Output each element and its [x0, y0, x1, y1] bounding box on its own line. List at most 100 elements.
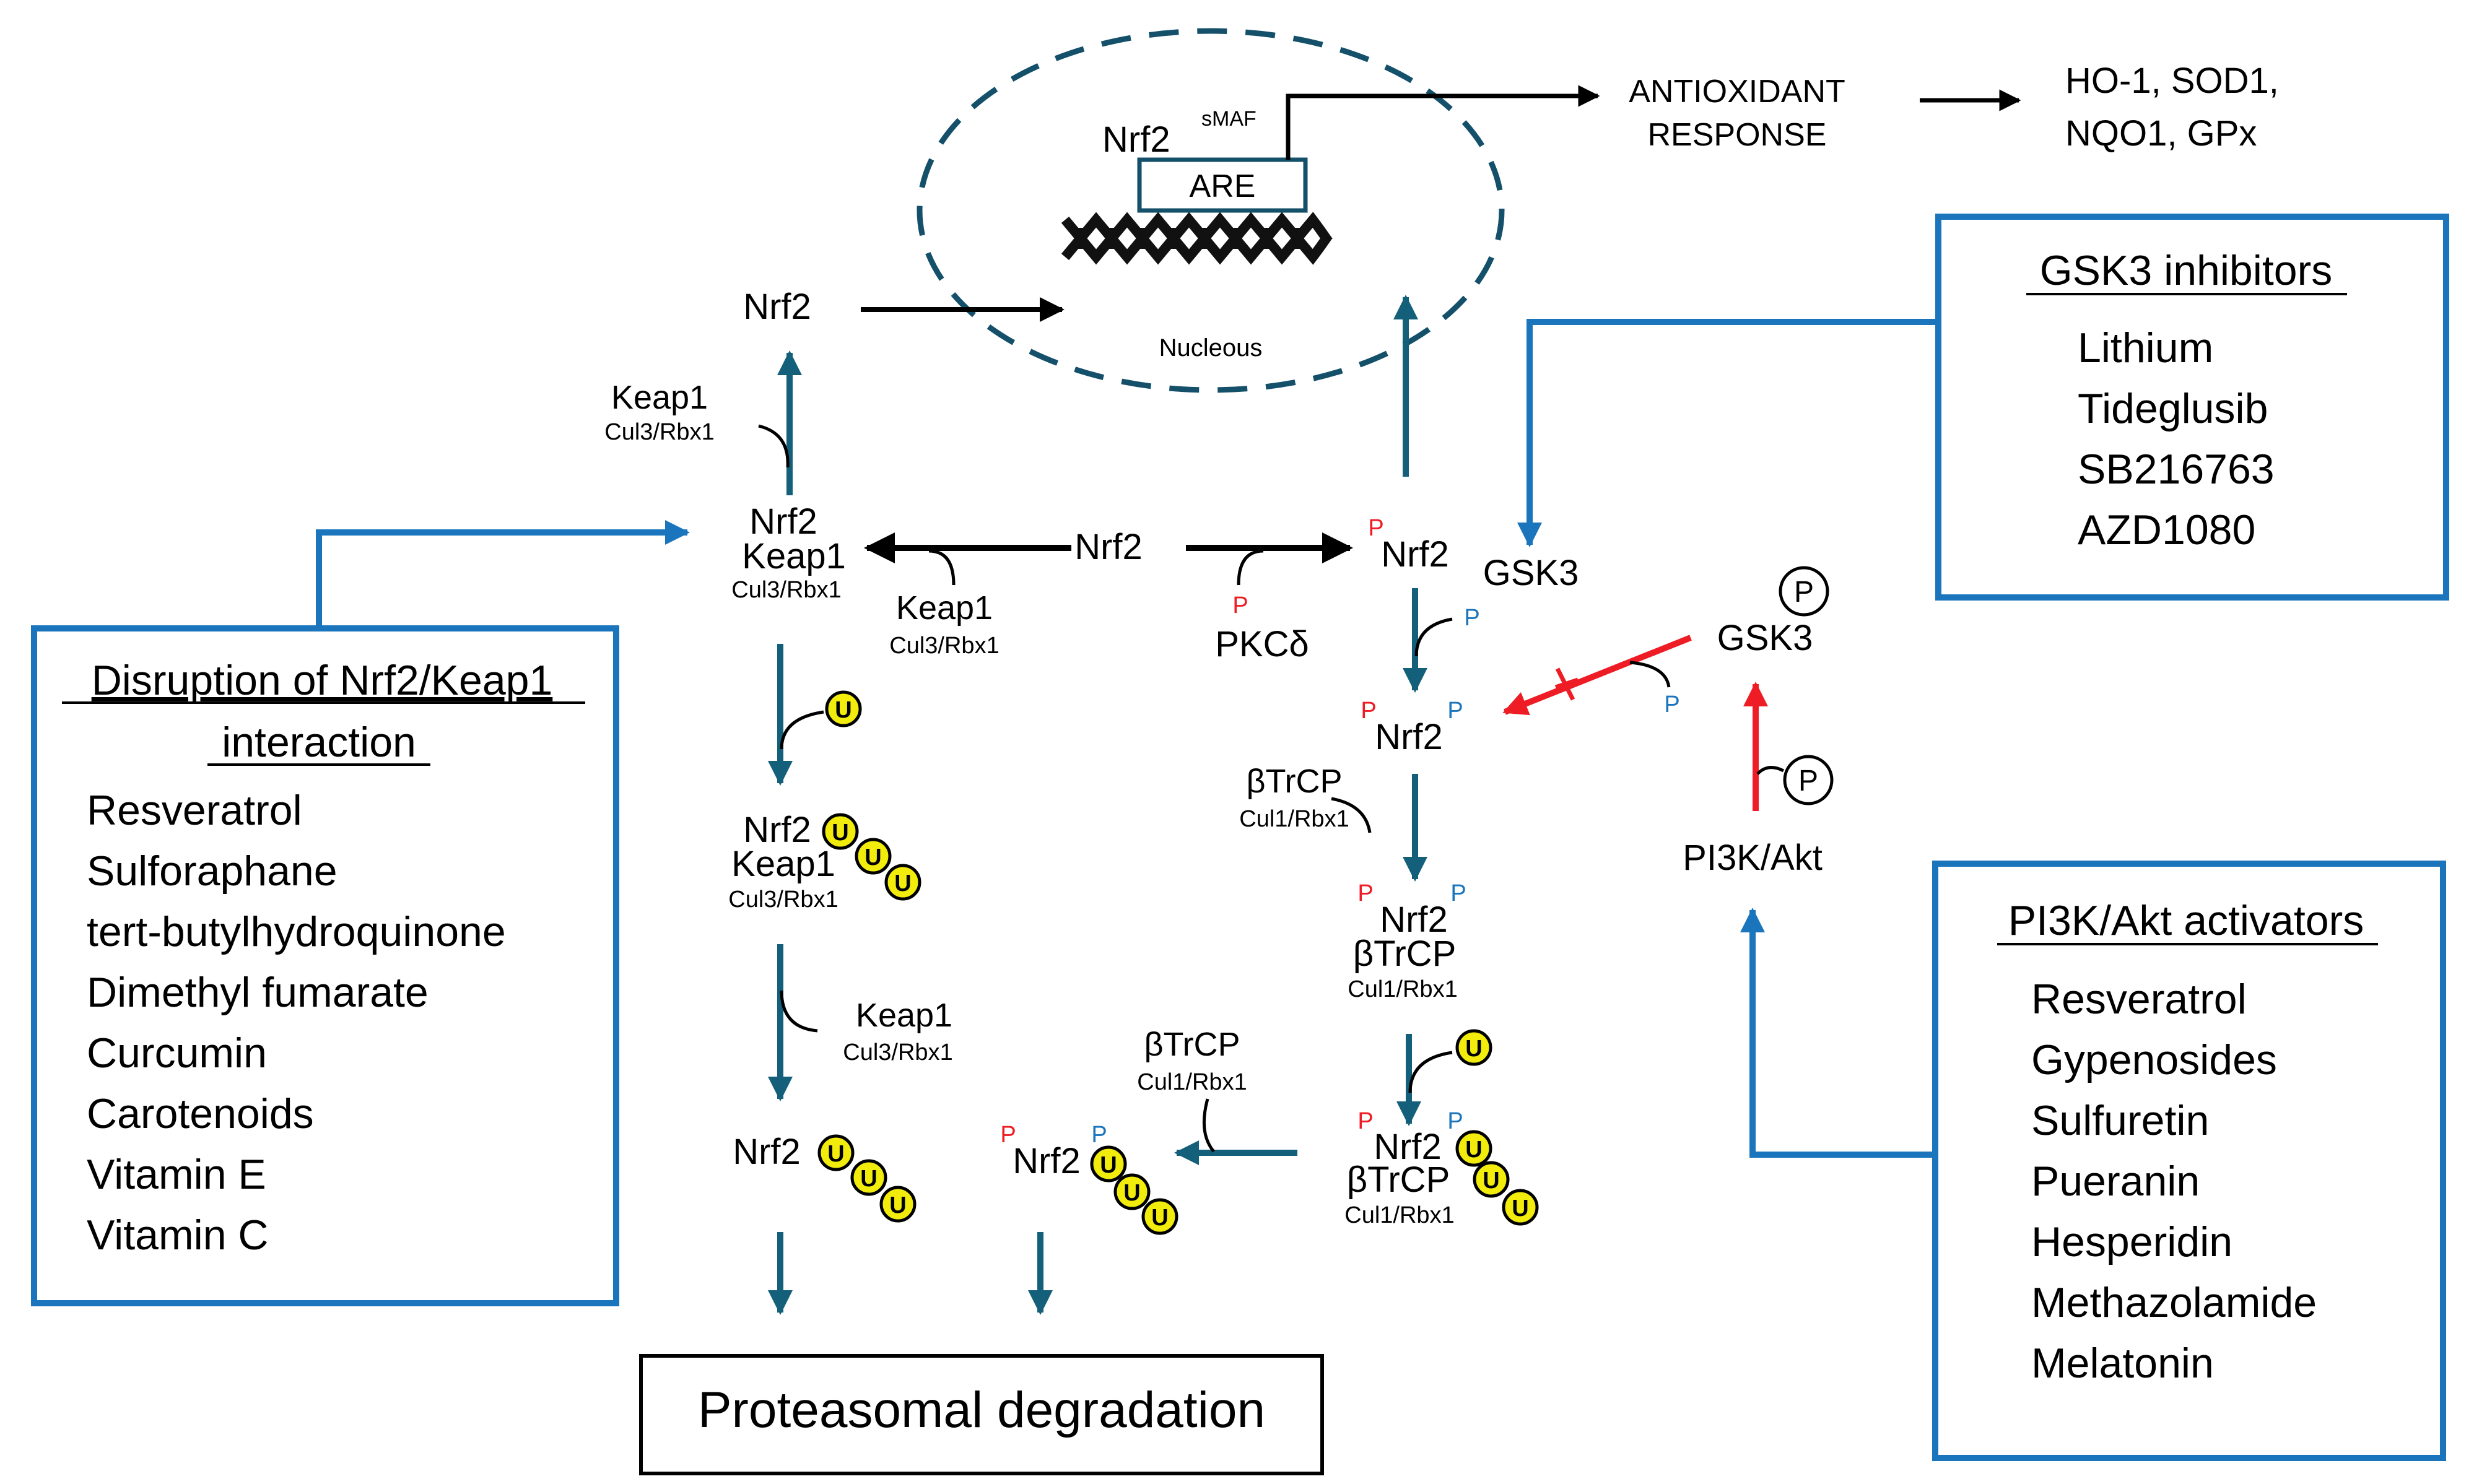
- pi3k-box-item: Hesperidin: [2031, 1218, 2232, 1265]
- ub2-phospho-red: P: [1357, 1108, 1373, 1134]
- ppnrf2-label: Nrf2: [1375, 717, 1443, 757]
- ubiquitin-icon: U: [822, 813, 859, 850]
- keap1-box-item: Dimethyl fumarate: [87, 969, 429, 1016]
- keap1-release-label-2: Keap1: [856, 997, 952, 1034]
- ub2-cul1: Cul1/Rbx1: [1344, 1202, 1454, 1228]
- pi3k-box-item: Methazolamide: [2031, 1279, 2317, 1326]
- cul3-binding-label: Cul3/Rbx1: [889, 633, 999, 659]
- svg-text:U: U: [832, 820, 848, 846]
- ubiquitin-icon: U: [825, 690, 862, 727]
- pi3k-akt-label: PI3K/Akt: [1683, 838, 1823, 878]
- nucleus-smaf: sMAF: [1201, 107, 1257, 131]
- ub-complex-cul3: Cul3/Rbx1: [728, 887, 838, 913]
- keap1-release-curve-2: [780, 990, 818, 1033]
- ub-curve-1: [780, 710, 824, 750]
- gsk3-inactive-curve: [1629, 661, 1671, 688]
- gsk3-box-item: SB216763: [2078, 446, 2275, 493]
- antioxidant-response-line2: RESPONSE: [1648, 117, 1827, 153]
- ppnrf2-phospho-red: P: [1361, 698, 1376, 724]
- cul1-release-label: Cul1/Rbx1: [1137, 1069, 1247, 1095]
- keap1-box-item: Vitamin E: [87, 1151, 266, 1198]
- gsk3-inhibitors-box: GSK3 inhibitors Lithium Tideglusib SB216…: [1935, 214, 2449, 601]
- phospho-circle-icon: P: [1779, 566, 1829, 617]
- keap1-box-item: Vitamin C: [87, 1212, 269, 1259]
- btrcp-release-label: βTrCP: [1144, 1026, 1240, 1063]
- final-nrf2-right: Nrf2: [1013, 1141, 1081, 1181]
- final-phospho-red: P: [1000, 1122, 1016, 1148]
- pi3k-phospho-curve: [1756, 766, 1785, 775]
- arrow-are-to-response: [1286, 85, 1600, 160]
- keap1-box-item: Carotenoids: [87, 1090, 314, 1137]
- ubiquitin-icon: U: [1473, 1161, 1510, 1198]
- ubiquitin-icon: U: [879, 1186, 917, 1223]
- ubiquitin-icon: U: [884, 864, 921, 901]
- complex-keap1: Keap1: [742, 536, 846, 576]
- gsk3-label: GSK3: [1483, 553, 1579, 593]
- ub-complex-nrf2: Nrf2: [743, 810, 811, 850]
- keap1-box-item: Curcumin: [87, 1030, 267, 1077]
- nucleus-label: Nucleous: [1159, 334, 1263, 362]
- ubiquitin-icon: U: [817, 1134, 855, 1171]
- center-nrf2: Nrf2: [1074, 527, 1143, 567]
- keap1-box-item: Sulforaphane: [87, 848, 338, 895]
- btrcp-curve: [1331, 797, 1372, 833]
- antioxidant-response-line1: ANTIOXIDANT: [1629, 74, 1845, 110]
- svg-text:U: U: [1512, 1195, 1528, 1221]
- ubiquitin-icon: U: [1502, 1189, 1539, 1226]
- ubiquitin-icon: U: [1141, 1198, 1178, 1235]
- pi3k-box-item: Resveratrol: [2031, 976, 2247, 1023]
- keap1-box-item: tert-butylhydroquinone: [87, 908, 506, 955]
- gsk3-box-title: GSK3 inhibitors: [2040, 247, 2332, 294]
- proteasome-label: Proteasomal degradation: [698, 1382, 1265, 1438]
- svg-text:U: U: [1465, 1036, 1482, 1062]
- cul3-release-label-2: Cul3/Rbx1: [843, 1039, 952, 1065]
- gsk3-phospho: P: [1464, 605, 1479, 631]
- ub2-nrf2: Nrf2: [1374, 1127, 1442, 1167]
- svg-text:U: U: [827, 1141, 844, 1167]
- free-nrf2-top: Nrf2: [743, 287, 811, 327]
- svg-text:U: U: [860, 1166, 877, 1192]
- complex2-phospho-blue: P: [1450, 880, 1466, 906]
- keap1-disruption-box: Disruption of Nrf2/Keap1 interaction Res…: [31, 625, 619, 1306]
- complex-nrf2: Nrf2: [749, 501, 817, 542]
- pnrf2-label: Nrf2: [1381, 534, 1449, 575]
- connector-gsk3-box: [1517, 319, 1938, 547]
- svg-text:U: U: [1151, 1205, 1168, 1231]
- block-mark-icon: [1554, 667, 1579, 701]
- connector-pi3k-box: [1740, 908, 1935, 1158]
- svg-text:P: P: [1794, 576, 1814, 609]
- keap1-binding-label: Keap1: [896, 589, 993, 627]
- are-label: ARE: [1190, 168, 1256, 204]
- svg-text:U: U: [889, 1192, 906, 1218]
- complex2-btrcp: βTrCP: [1353, 934, 1457, 974]
- genes-line2: NQO1, GPx: [2065, 113, 2257, 154]
- complex2-nrf2: Nrf2: [1380, 900, 1448, 940]
- pkc-phospho: P: [1232, 592, 1248, 618]
- pi3k-activators-box: PI3K/Akt activators Resveratrol Gypenosi…: [1932, 861, 2446, 1461]
- btrcp-release-curve: [1202, 1098, 1215, 1153]
- ubiquitin-icon: U: [1090, 1145, 1127, 1182]
- pnrf2-phospho: P: [1368, 515, 1383, 541]
- svg-text:P: P: [1798, 765, 1818, 797]
- pi3k-box-item: Pueranin: [2031, 1158, 2200, 1205]
- ub2-phospho-blue: P: [1447, 1108, 1463, 1134]
- btrcp-bind-label: βTrCP: [1246, 763, 1342, 800]
- connector-keap1-box: [316, 520, 690, 628]
- are-box: [1137, 157, 1308, 213]
- complex2-phospho-red: P: [1357, 880, 1373, 906]
- svg-text:U: U: [1483, 1168, 1499, 1194]
- release-curve: [758, 424, 790, 468]
- keap1-binding-curve: [928, 549, 956, 586]
- nucleus-nrf2: Nrf2: [1102, 119, 1170, 160]
- pkc-curve: [1237, 549, 1264, 586]
- dna-icon: [1061, 212, 1333, 265]
- pi3k-box-item: Gypenosides: [2031, 1036, 2277, 1083]
- complex2-cul1: Cul1/Rbx1: [1348, 976, 1457, 1002]
- pi3k-box-item: Melatonin: [2031, 1340, 2214, 1387]
- svg-text:U: U: [1123, 1180, 1140, 1206]
- keap1-box-title-line2: interaction: [222, 719, 416, 766]
- proteasome-box: [639, 1354, 1324, 1475]
- gsk3-inactive-label: GSK3: [1717, 618, 1813, 658]
- pi3k-box-title: PI3K/Akt activators: [2008, 897, 2364, 944]
- ub-curve-2: [1408, 1051, 1453, 1093]
